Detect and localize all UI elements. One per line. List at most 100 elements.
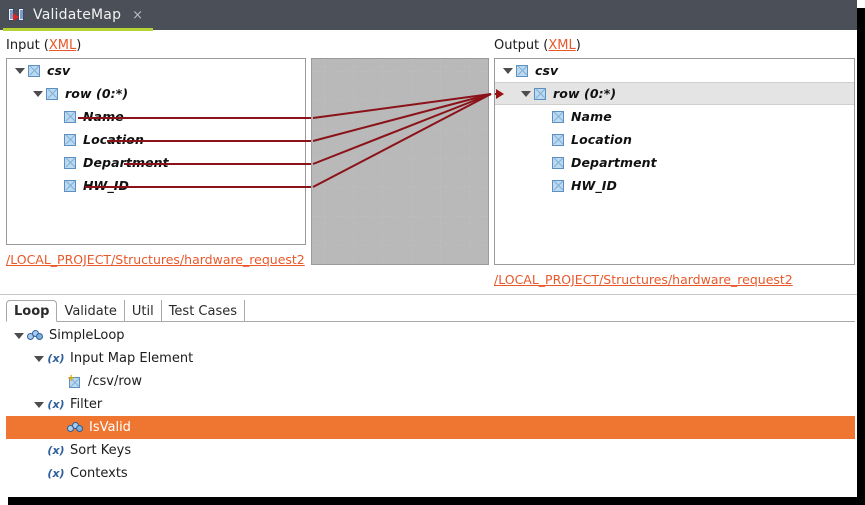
grid-line-vertical bbox=[353, 59, 354, 264]
input-tree-item-row[interactable]: row (0:*) bbox=[7, 82, 305, 105]
output-tree-item-row[interactable]: csv bbox=[495, 59, 854, 82]
input-tree-item-row[interactable]: Location bbox=[7, 128, 305, 151]
section-divider bbox=[0, 294, 857, 295]
output-xml-link[interactable]: XML bbox=[548, 38, 576, 53]
bottom-tab-bar[interactable]: Loop Validate Util Test Cases bbox=[6, 299, 246, 322]
tree-spacer bbox=[49, 110, 62, 123]
node-checkbox-icon[interactable] bbox=[64, 179, 76, 192]
chevron-down-icon[interactable] bbox=[31, 87, 44, 100]
tree-spacer bbox=[52, 421, 65, 434]
output-tree-item-row[interactable]: Name bbox=[495, 105, 854, 128]
loop-tree-item-label: SimpleLoop bbox=[49, 328, 125, 343]
grid-line-vertical bbox=[469, 59, 470, 264]
tab-util[interactable]: Util bbox=[124, 300, 162, 322]
loop-tree-item[interactable]: SimpleLoop bbox=[6, 324, 855, 347]
grid-line-horizontal bbox=[312, 158, 488, 159]
node-checkbox-icon[interactable] bbox=[28, 64, 40, 77]
loop-tree-item[interactable]: (x)Input Map Element bbox=[6, 347, 855, 370]
chevron-down-icon[interactable] bbox=[32, 398, 45, 411]
loop-detail-tree[interactable]: SimpleLoop(x)Input Map Element+/csv/row(… bbox=[6, 324, 855, 489]
window-shadow-bottom bbox=[6, 497, 865, 505]
input-tree-item-label: HW_ID bbox=[83, 178, 130, 193]
input-tree-item-row[interactable]: Name bbox=[7, 105, 305, 128]
node-checkbox-icon[interactable] bbox=[46, 87, 58, 100]
tree-spacer bbox=[52, 375, 65, 388]
grid-line-vertical bbox=[382, 59, 383, 264]
output-tree-item-row[interactable]: Location bbox=[495, 128, 854, 151]
tab-label: Util bbox=[131, 303, 154, 319]
tree-spacer bbox=[537, 179, 550, 192]
loop-tree-item[interactable]: (x)Filter bbox=[6, 393, 855, 416]
window-corner-top-right bbox=[857, 0, 865, 8]
tree-spacer bbox=[49, 156, 62, 169]
chevron-down-icon[interactable] bbox=[501, 64, 514, 77]
input-label-suffix: ) bbox=[76, 38, 82, 53]
loop-tree-item[interactable]: (x)Contexts bbox=[6, 462, 855, 485]
node-checkbox-icon[interactable] bbox=[552, 179, 564, 192]
loop-tree-item[interactable]: +/csv/row bbox=[6, 370, 855, 393]
chevron-down-icon[interactable] bbox=[519, 87, 532, 100]
tree-spacer bbox=[32, 444, 45, 457]
tree-spacer bbox=[49, 179, 62, 192]
chevron-down-icon[interactable] bbox=[32, 352, 45, 365]
input-tree-item-row[interactable]: Department bbox=[7, 151, 305, 174]
loop-tree-item[interactable]: (x)Sort Keys bbox=[6, 439, 855, 462]
input-tree-item-label: Department bbox=[83, 155, 169, 170]
chevron-down-icon[interactable] bbox=[13, 64, 26, 77]
input-tree-item-row[interactable]: HW_ID bbox=[7, 174, 305, 197]
grid-line-horizontal bbox=[312, 187, 488, 188]
input-xml-link[interactable]: XML bbox=[48, 38, 77, 53]
node-checkbox-icon[interactable] bbox=[516, 64, 528, 77]
loop-tree-item[interactable]: IsValid bbox=[6, 416, 855, 439]
window-shadow-right bbox=[857, 6, 865, 497]
input-label-prefix: Input ( bbox=[6, 38, 49, 53]
tab-label: Test Cases bbox=[168, 303, 238, 319]
node-checkbox-icon[interactable] bbox=[64, 156, 76, 169]
mapping-target-marker-tail bbox=[495, 93, 497, 95]
output-panel-label: Output (XML) bbox=[494, 38, 581, 53]
chevron-down-icon[interactable] bbox=[12, 329, 25, 342]
input-path-link[interactable]: /LOCAL_PROJECT/Structures/hardware_reque… bbox=[6, 252, 305, 267]
chain-icon bbox=[67, 421, 83, 435]
output-tree-item-label: row (0:*) bbox=[553, 86, 617, 101]
node-checkbox-icon[interactable] bbox=[64, 110, 76, 123]
node-checkbox-icon[interactable] bbox=[534, 87, 546, 100]
node-checkbox-icon[interactable] bbox=[552, 156, 564, 169]
mapping-target-marker-icon bbox=[496, 89, 504, 99]
input-tree-item-label: row (0:*) bbox=[65, 86, 129, 101]
output-label-suffix: ) bbox=[575, 38, 581, 53]
tree-spacer bbox=[32, 467, 45, 480]
grid-line-vertical bbox=[411, 59, 412, 264]
input-panel-label: Input (XML) bbox=[6, 38, 81, 53]
tree-spacer bbox=[537, 110, 550, 123]
grid-line-horizontal bbox=[312, 71, 488, 72]
output-path-link[interactable]: /LOCAL_PROJECT/Structures/hardware_reque… bbox=[494, 272, 793, 287]
node-checkbox-icon[interactable] bbox=[552, 110, 564, 123]
map-element-icon: + bbox=[67, 373, 82, 389]
tab-validate[interactable]: Validate bbox=[57, 300, 125, 322]
tab-test-cases[interactable]: Test Cases bbox=[161, 300, 246, 322]
node-checkbox-icon[interactable] bbox=[64, 133, 76, 146]
tab-label: Loop bbox=[14, 303, 50, 319]
mapping-canvas[interactable] bbox=[311, 58, 489, 265]
loop-tree-item-label: IsValid bbox=[89, 420, 131, 435]
grid-line-horizontal bbox=[312, 129, 488, 130]
output-tree-item-row[interactable]: row (0:*) bbox=[495, 82, 854, 105]
tab-bar-underline bbox=[6, 321, 855, 322]
node-checkbox-icon[interactable] bbox=[552, 133, 564, 146]
grid-line-horizontal bbox=[312, 100, 488, 101]
canvas-grid bbox=[312, 59, 488, 264]
editor-tab-validatemap[interactable]: ValidateMap × bbox=[0, 0, 153, 30]
output-tree-item-label: Department bbox=[571, 155, 657, 170]
output-tree-item-row[interactable]: Department bbox=[495, 151, 854, 174]
tab-loop[interactable]: Loop bbox=[6, 300, 58, 322]
grid-line-vertical bbox=[324, 59, 325, 264]
output-tree-item-row[interactable]: HW_ID bbox=[495, 174, 854, 197]
grid-line-vertical bbox=[440, 59, 441, 264]
close-icon[interactable]: × bbox=[132, 7, 144, 23]
output-label-prefix: Output ( bbox=[494, 38, 549, 53]
input-tree-item-row[interactable]: csv bbox=[7, 59, 305, 82]
tree-spacer bbox=[49, 133, 62, 146]
